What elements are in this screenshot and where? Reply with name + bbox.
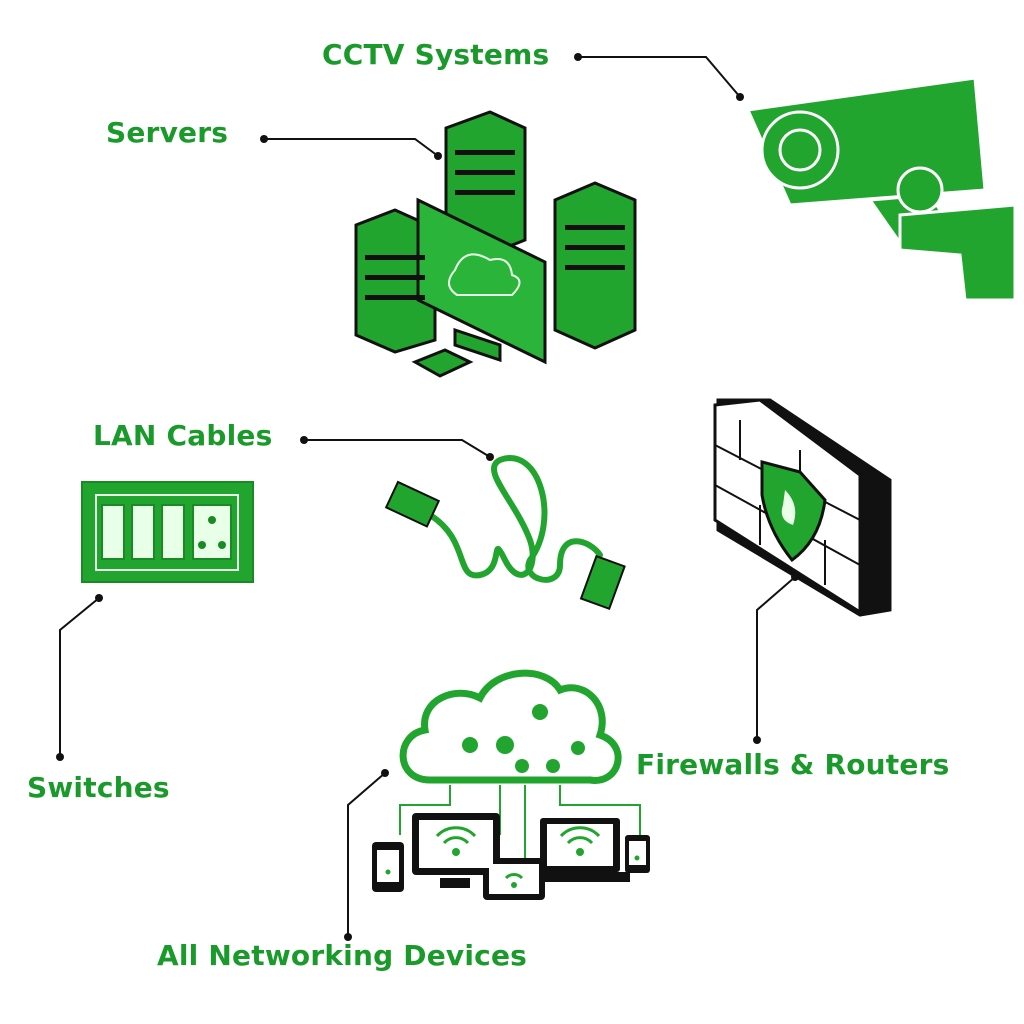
cloud-devices-icon bbox=[372, 669, 650, 900]
cctv-camera-icon bbox=[745, 76, 1017, 302]
label-switches: Switches bbox=[27, 771, 170, 804]
label-firewalls-routers: Firewalls & Routers bbox=[636, 748, 950, 781]
label-servers: Servers bbox=[106, 116, 229, 149]
firewall-icon bbox=[713, 398, 892, 617]
devices-leader bbox=[347, 772, 386, 937]
cctv-leader bbox=[578, 56, 741, 98]
switches-leader bbox=[59, 597, 100, 757]
servers-leader bbox=[264, 138, 439, 157]
lan-cable-icon bbox=[384, 455, 626, 611]
label-lan-cables: LAN Cables bbox=[93, 419, 273, 452]
firewalls-leader bbox=[756, 576, 796, 740]
label-cctv-systems: CCTV Systems bbox=[322, 38, 550, 71]
wall-switch-icon bbox=[81, 481, 254, 583]
label-all-networking-devices: All Networking Devices bbox=[157, 939, 528, 972]
lan-leader bbox=[304, 439, 491, 458]
server-rack-icon bbox=[354, 110, 637, 378]
